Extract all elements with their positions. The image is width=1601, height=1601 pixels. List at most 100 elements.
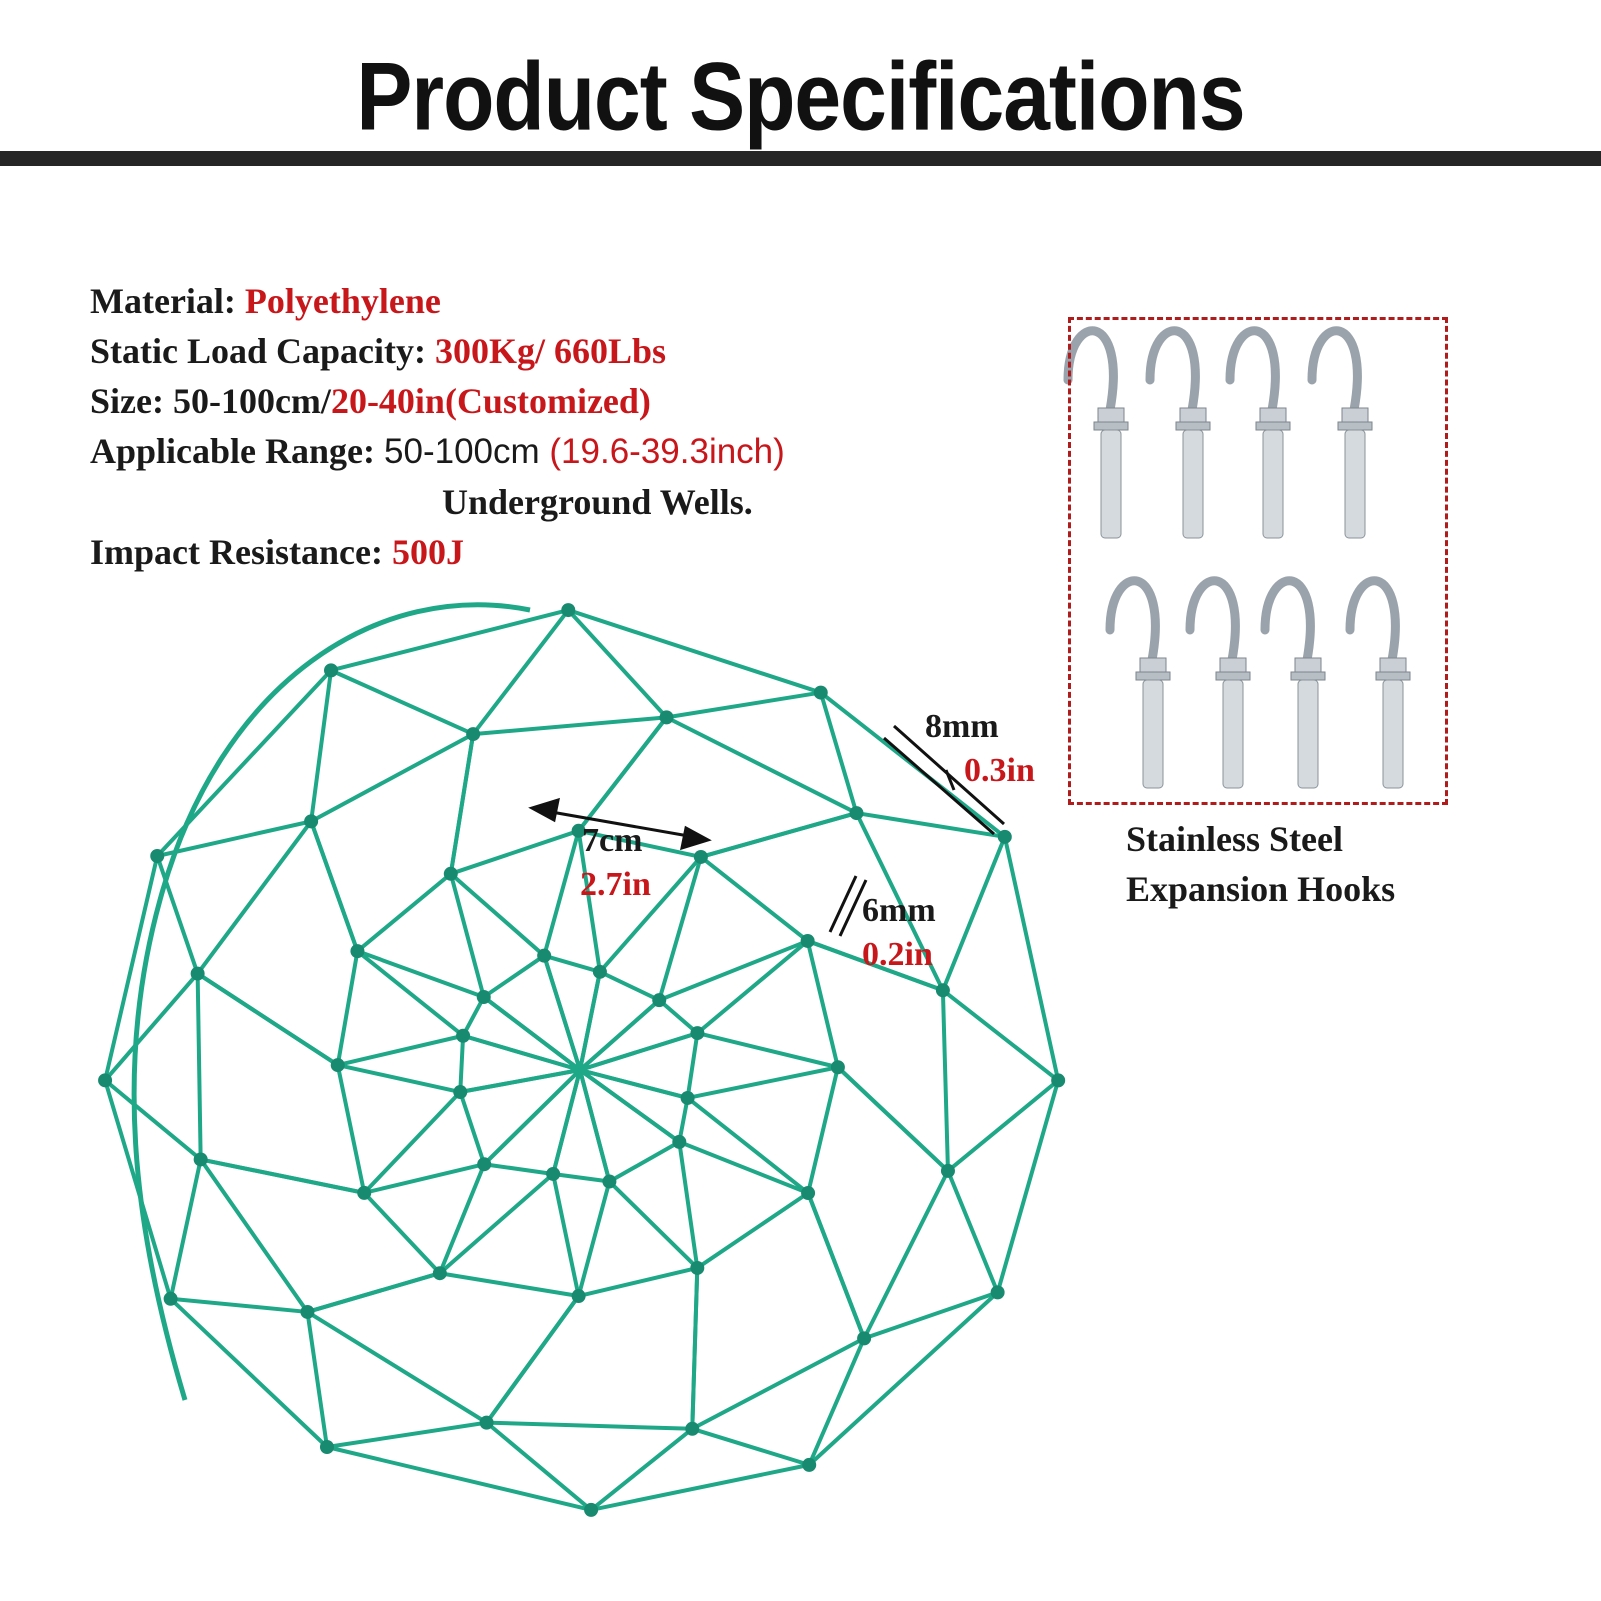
net-knot — [300, 1304, 315, 1319]
net-knot — [357, 1185, 372, 1200]
net-strand — [690, 1336, 867, 1431]
net-strand — [362, 1190, 442, 1276]
net-strands — [103, 602, 1061, 1512]
net-strand — [103, 854, 160, 1083]
net-strand — [597, 969, 662, 1003]
net-strand — [576, 715, 669, 833]
net-strand — [481, 953, 547, 1000]
spec-size-value: 20-40in(Customized) — [330, 381, 651, 421]
net-knot — [193, 1152, 208, 1167]
hook-icon — [1225, 326, 1291, 539]
net-strand — [305, 1309, 489, 1425]
net-knot — [571, 823, 586, 838]
net-knot — [546, 1166, 561, 1181]
net-knot — [324, 663, 339, 678]
spec-size: Size: 50-100cm/20-40in(Customized) — [90, 376, 785, 426]
net-knot — [537, 948, 552, 963]
net-strand — [103, 1078, 203, 1162]
net-strand — [685, 1095, 811, 1196]
spec-material-value: Polyethylene — [244, 281, 441, 321]
net-strand — [677, 1095, 690, 1144]
net-strand — [458, 1033, 466, 1095]
net-knot — [466, 727, 481, 742]
spec-load: Static Load Capacity: 300Kg/ 660Lbs — [90, 326, 785, 376]
net-strand — [481, 995, 582, 1072]
hook-icon — [1260, 576, 1326, 789]
net-strand — [690, 1265, 700, 1431]
hook-icon — [1105, 576, 1171, 789]
mesh-size-cm: 7cm — [582, 822, 643, 859]
net-knot — [813, 685, 828, 700]
net-strand — [551, 1068, 582, 1176]
net-strand — [458, 1068, 582, 1095]
net-knot — [693, 849, 708, 864]
net-strand — [448, 732, 476, 876]
net-knot — [432, 1266, 447, 1281]
spec-list: Material: Polyethylene Static Load Capac… — [90, 276, 785, 577]
net-strand — [448, 871, 547, 958]
net-strand — [484, 1294, 581, 1425]
net-strand — [355, 871, 453, 954]
net-strand — [657, 854, 703, 1003]
net-strand — [818, 690, 859, 816]
net-strand — [1002, 834, 1061, 1083]
net-knot — [685, 1421, 700, 1436]
net-strand — [329, 608, 571, 673]
net-strand — [578, 1068, 682, 1144]
net-strand — [995, 1078, 1061, 1295]
net-strand — [305, 1271, 442, 1314]
net-strand — [551, 1171, 581, 1299]
net-strand — [437, 1162, 487, 1276]
net-strand — [607, 1139, 682, 1184]
net-strand — [576, 828, 703, 859]
net-knot — [350, 944, 365, 959]
net-strand — [698, 811, 859, 859]
net-knots — [98, 603, 1066, 1517]
net-strand — [806, 1191, 867, 1341]
hooks-frame — [1068, 317, 1448, 805]
net-strand — [807, 1336, 867, 1467]
net-strand — [195, 971, 340, 1068]
net-strand — [362, 1162, 487, 1195]
net-strand — [103, 971, 200, 1083]
net-strand — [677, 1139, 811, 1196]
net-knot — [163, 1291, 178, 1306]
net-strand — [309, 732, 476, 824]
net-strand — [576, 1265, 700, 1299]
net-knot — [659, 710, 674, 725]
net-knot — [150, 849, 165, 864]
rope-size-in: 0.3in — [964, 752, 1035, 789]
net-strand — [854, 811, 945, 993]
hook-icon — [1345, 576, 1411, 789]
net-strand — [690, 1426, 812, 1467]
hook-icon — [1145, 326, 1211, 539]
hooks-caption-line2: Expansion Hooks — [1126, 869, 1396, 909]
net-strand — [685, 1065, 840, 1100]
net-strand — [698, 854, 810, 943]
net-strand — [168, 1296, 329, 1450]
net-strand — [309, 819, 360, 954]
net-strand — [458, 1090, 487, 1167]
net-strand — [461, 1033, 582, 1072]
net-knot — [479, 1415, 494, 1430]
net-strand — [695, 1191, 811, 1270]
net-strand — [195, 971, 203, 1162]
net-strand — [335, 949, 360, 1068]
net-strand — [355, 949, 466, 1038]
net-strand — [578, 969, 602, 1072]
net-strand — [940, 988, 1061, 1083]
net-strand — [695, 1031, 840, 1070]
net-strand — [578, 1031, 700, 1072]
net-strand — [578, 998, 662, 1072]
expansion-hooks — [1063, 326, 1411, 789]
net-strand — [685, 1031, 700, 1100]
net-strand — [305, 1309, 329, 1450]
mesh-size-in: 2.7in — [580, 866, 651, 903]
net-knot — [592, 964, 607, 979]
net-strand — [940, 834, 1007, 993]
thin-size-in: 0.2in — [862, 936, 933, 973]
spec-range: Applicable Range: 50-100cm (19.6-39.3inc… — [90, 426, 785, 477]
net-knot — [849, 806, 864, 821]
net-knot — [190, 966, 205, 981]
